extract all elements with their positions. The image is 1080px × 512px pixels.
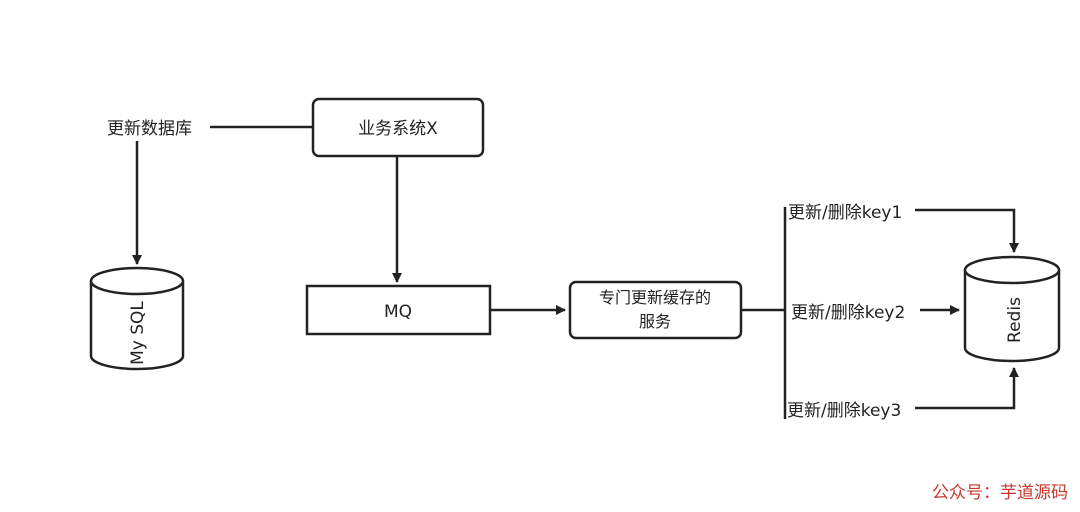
cache-service-label-line1: 专门更新缓存的 xyxy=(599,288,711,307)
mq-label: MQ xyxy=(384,302,412,322)
update-db-label: 更新数据库 xyxy=(107,119,192,139)
system-x-label: 业务系统X xyxy=(358,119,438,139)
key2-label: 更新/删除key2 xyxy=(791,303,905,323)
mysql-label: My SQL xyxy=(128,301,148,365)
mysql-database[interactable]: My SQL xyxy=(89,266,185,371)
key3-arrow xyxy=(915,367,1019,410)
key3-label: 更新/删除key3 xyxy=(787,401,901,421)
key1-label: 更新/删除key1 xyxy=(788,203,902,223)
redis-label: Redis xyxy=(1005,297,1025,343)
watermark-text: 公众号：芋道源码 xyxy=(932,483,1068,503)
system-x-node[interactable]: 业务系统X xyxy=(311,97,485,158)
redis-database[interactable]: Redis xyxy=(963,255,1061,363)
cache-service-label-line2: 服务 xyxy=(639,312,671,331)
cache-service-node[interactable]: 专门更新缓存的 服务 xyxy=(568,280,743,340)
key1-arrow xyxy=(915,208,1019,253)
mq-node[interactable]: MQ xyxy=(305,284,492,336)
